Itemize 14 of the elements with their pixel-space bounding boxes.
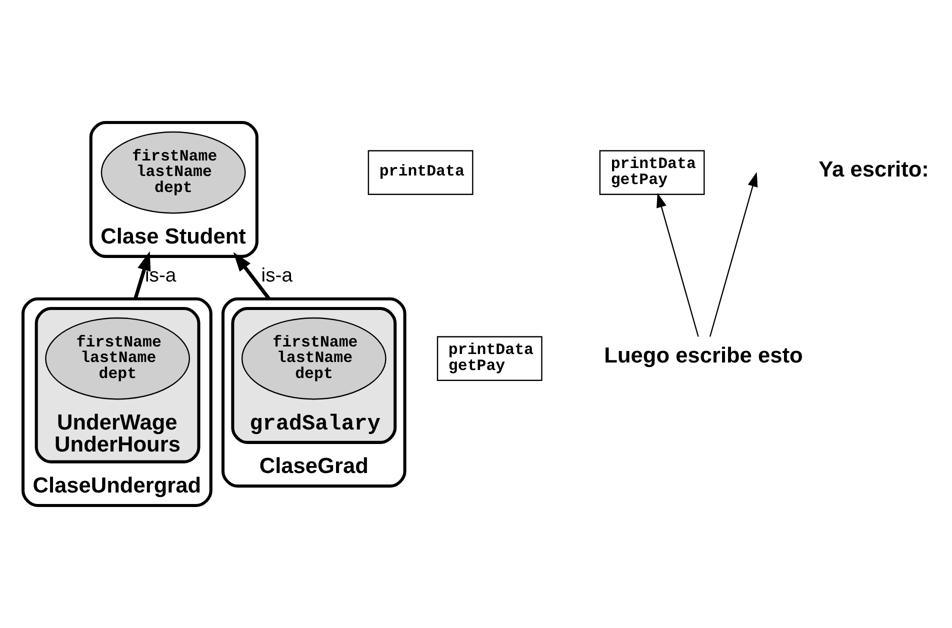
node-box: printData getPay [436, 336, 542, 381]
node-ellipse: firstName lastName dept [45, 317, 190, 400]
arrow [656, 192, 699, 337]
edge-label: is-a [261, 264, 293, 287]
arrow [134, 251, 151, 300]
node-box: printData [368, 150, 474, 195]
arrow [709, 172, 758, 337]
label: Ya escrito: [818, 156, 929, 182]
node-ellipse: firstName lastName dept [241, 317, 386, 400]
arrow [233, 252, 271, 300]
node-text: Luego escribe esto [604, 342, 803, 368]
node-box: printData getPay [599, 150, 705, 195]
edge-label: is-a [144, 264, 176, 287]
node-ellipse: firstName lastName dept [100, 131, 246, 214]
